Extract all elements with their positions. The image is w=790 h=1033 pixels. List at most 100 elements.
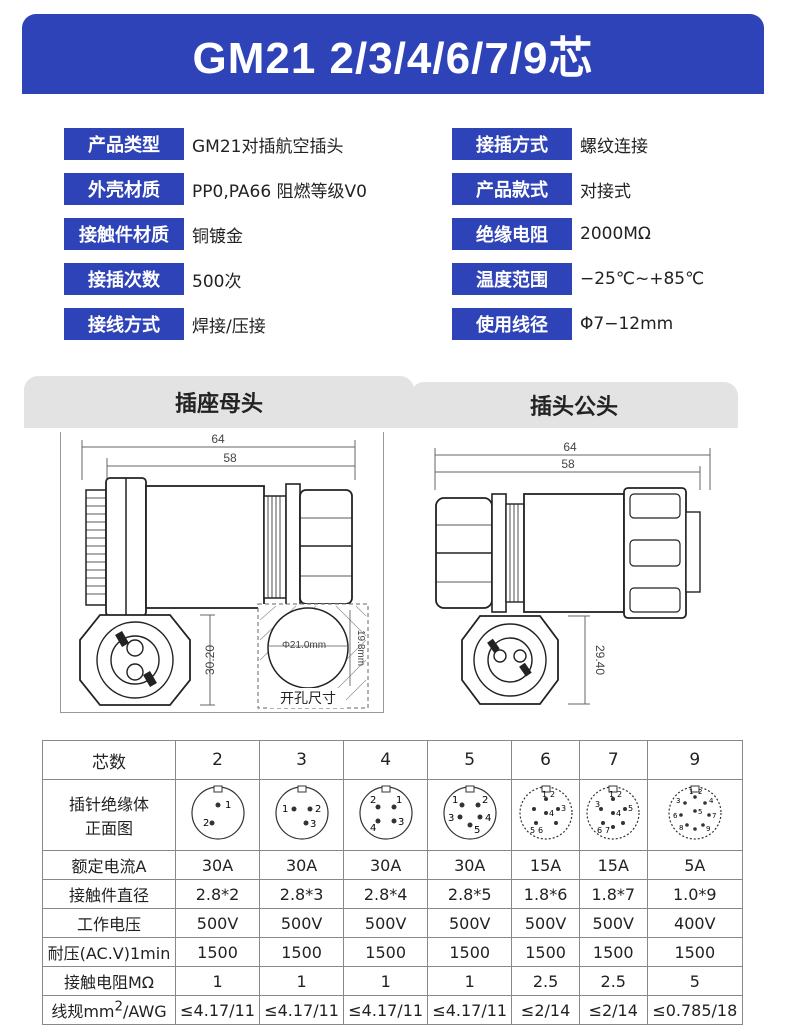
spec-label: 接线方式 [64, 308, 184, 340]
row-label: 接触件直径 [42, 879, 176, 909]
table-header-cell: 5 [427, 740, 513, 780]
table-cell: 1 [343, 966, 429, 996]
spec-row: 使用线径 Φ7−12mm [452, 308, 673, 340]
socket-hole-height: 19.8mm [355, 630, 366, 666]
table-header-cell: 3 [259, 740, 345, 780]
row-label: 工作电压 [42, 908, 176, 938]
table-cell: 2.5 [511, 966, 580, 996]
pin-number: 7 [605, 826, 610, 835]
pin-number: 2 [617, 790, 622, 799]
pin-number: 1 [282, 804, 288, 815]
table-cell: 1.0*9 [646, 879, 744, 909]
table-header-cell: 7 [578, 740, 648, 780]
row-label: 线规mm2/AWG [42, 995, 176, 1025]
table-cell: ≤4.17/11 [174, 995, 261, 1025]
spec-value: Φ7−12mm [580, 314, 674, 334]
spec-label: 接触件材质 [64, 218, 184, 250]
pin-number: 3 [398, 817, 404, 828]
spec-label: 绝缘电阻 [452, 218, 572, 250]
table-cell: ≤2/14 [511, 995, 580, 1025]
pin-number: 2 [698, 788, 702, 796]
table-cell: 500V [259, 908, 345, 938]
pin-number: 3 [561, 804, 566, 813]
table-row: 接触电阻MΩ 1 1 1 1 2.5 2.5 5 [42, 966, 744, 996]
pin-diagram-6: 1 2 3 4 5 6 [511, 779, 580, 851]
pin-number: 9 [706, 825, 710, 833]
page-title: GM21 2/3/4/6/7/9芯 [192, 34, 594, 83]
pin-number: 6 [673, 812, 678, 820]
table-cell: 1500 [174, 937, 261, 967]
pin-number: 4 [549, 809, 554, 818]
spec-row: 接线方式 焊接/压接 [64, 308, 266, 340]
wire-label: 线规mm [51, 1002, 115, 1021]
pin-number: 1 [225, 800, 231, 811]
pin-number: 2 [370, 795, 376, 806]
spec-label: 产品类型 [64, 128, 184, 160]
table-cell: 2.8*5 [427, 879, 513, 909]
plug-dim-29-40: 29.40 [593, 645, 607, 675]
pin-number: 5 [628, 804, 633, 813]
spec-row: 温度范围 −25℃~+85℃ [452, 263, 704, 295]
wire-label-superscript: 2 [114, 999, 123, 1015]
plug-tab: 插头公头 [410, 382, 738, 428]
pin-number: 4 [709, 797, 714, 805]
pin-number: 4 [485, 813, 491, 824]
spec-value: 铜镀金 [192, 226, 243, 247]
spec-label: 温度范围 [452, 263, 572, 295]
socket-dim-58: 58 [223, 451, 237, 465]
table-cell: 400V [646, 908, 744, 938]
pin-number: 3 [676, 797, 680, 805]
spec-row: 接插次数 500次 [64, 263, 241, 295]
table-cell: 30A [174, 850, 261, 880]
pin-number: 6 [597, 826, 602, 835]
table-cell: 1 [427, 966, 513, 996]
spec-row: 接插方式 螺纹连接 [452, 128, 648, 160]
spec-value: 500次 [192, 271, 242, 292]
table-cell: 30A [427, 850, 513, 880]
table-cell: 1.8*7 [578, 879, 648, 909]
pin-number: 3 [310, 819, 316, 830]
table-header-cell: 4 [343, 740, 429, 780]
spec-row: 接触件材质 铜镀金 [64, 218, 243, 250]
table-cell: 15A [578, 850, 648, 880]
socket-hole-caption: 开孔尺寸 [280, 691, 336, 707]
table-cell: ≤4.17/11 [343, 995, 429, 1025]
spec-row: 产品款式 对接式 [452, 173, 631, 205]
table-header-cell: 9 [646, 740, 744, 780]
pin-diagram-3: 1 2 3 [259, 779, 345, 851]
spec-value: 对接式 [580, 181, 631, 202]
pin-layout-row: 插针绝缘体 正面图 1 2 1 2 3 2 [42, 779, 744, 851]
pin-layout-label-line2: 正面图 [84, 819, 133, 838]
socket-hole-diameter: Φ21.0mm [282, 640, 326, 651]
table-cell: 2.5 [578, 966, 648, 996]
plug-title: 插头公头 [529, 395, 618, 420]
pin-diagram-9: 1 2 3 4 5 6 7 8 9 [646, 779, 744, 851]
pin-diagram-4: 2 1 4 3 [343, 779, 429, 851]
table-header-cell: 芯数 [42, 740, 176, 780]
spec-table: 芯数 2 3 4 5 6 7 9 插针绝缘体 正面图 1 2 1 2 [42, 740, 744, 1025]
spec-label: 使用线径 [452, 308, 572, 340]
pin-number: 1 [396, 795, 402, 806]
table-row: 额定电流A 30A 30A 30A 30A 15A 15A 5A [42, 850, 744, 880]
table-cell: ≤2/14 [578, 995, 648, 1025]
spec-row: 外壳材质 PP0,PA66 阻燃等级V0 [64, 173, 367, 205]
socket-tab: 插座母头 [24, 376, 414, 428]
table-header-row: 芯数 2 3 4 5 6 7 9 [42, 740, 744, 780]
pin-number: 4 [616, 809, 621, 818]
table-cell: 1500 [427, 937, 513, 967]
pin-number: 6 [538, 826, 543, 835]
pin-number: 5 [474, 825, 480, 836]
table-cell: 1 [259, 966, 345, 996]
table-row: 工作电压 500V 500V 500V 500V 500V 500V 400V [42, 908, 744, 938]
pin-number: 5 [698, 808, 702, 816]
table-cell: 1.8*6 [511, 879, 580, 909]
socket-dim-64: 64 [211, 432, 225, 446]
table-cell: 2.8*2 [174, 879, 261, 909]
pin-number: 5 [530, 826, 535, 835]
row-label: 接触电阻MΩ [42, 966, 176, 996]
socket-drawing-frame [60, 432, 384, 713]
wire-label-suffix: /AWG [122, 1002, 167, 1021]
pin-number: 1 [689, 788, 693, 796]
table-row: 耐压(AC.V)1min 1500 1500 1500 1500 1500 15… [42, 937, 744, 967]
